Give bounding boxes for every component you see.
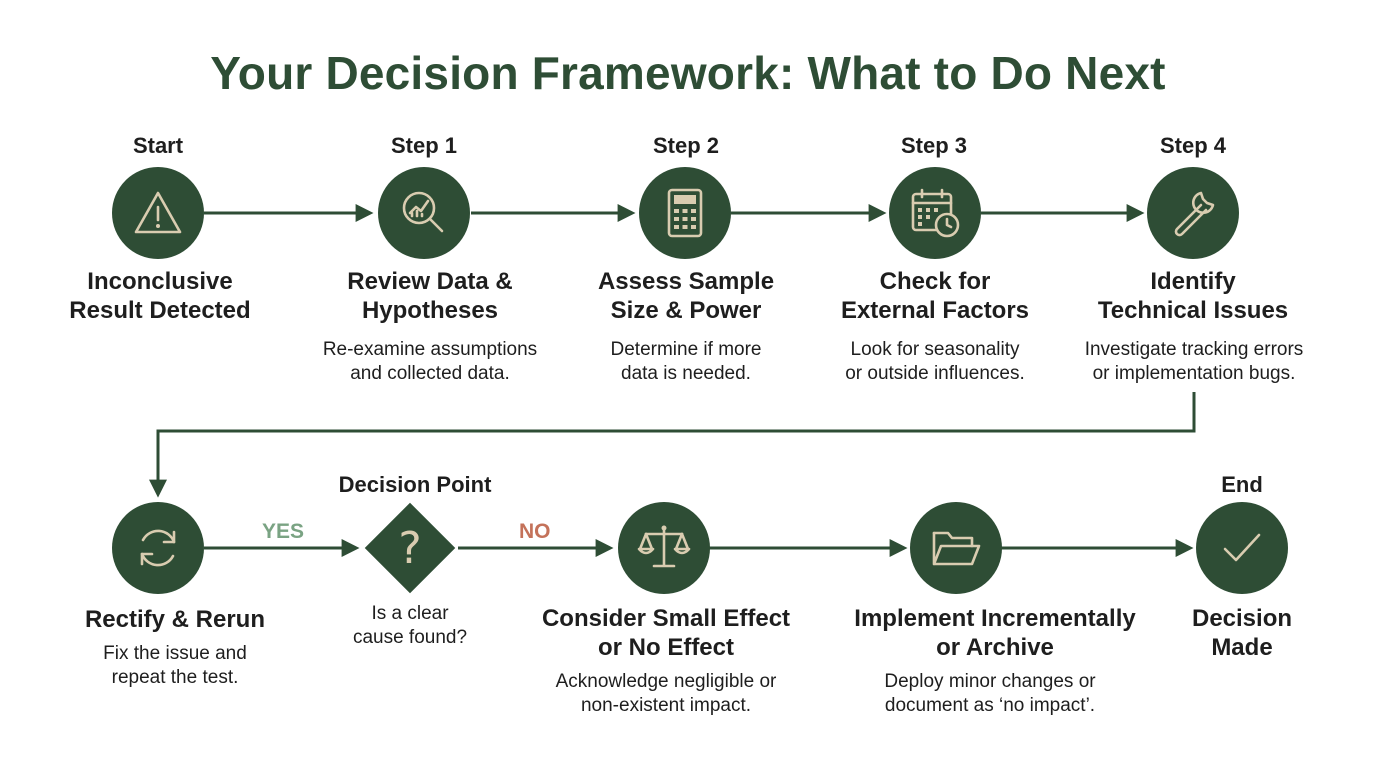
- warning-icon: [134, 191, 182, 234]
- step-label-step3: Step 3: [900, 133, 968, 158]
- folder-icon: [932, 531, 981, 566]
- implement-desc: Deploy minor changes or document as ‘no …: [884, 671, 1096, 716]
- scale-icon: [637, 525, 691, 568]
- page-title: Your Decision Framework: What to Do Next: [210, 47, 1166, 99]
- external-factors-title: Check for External Factors: [840, 268, 1030, 324]
- implement-title: Implement Incrementally or Archive: [854, 605, 1136, 661]
- start-title: Inconclusive Result Detected: [69, 268, 251, 324]
- assess-sample-desc: Determine if more data is needed.: [610, 339, 762, 384]
- step-label-step4: Step 4: [1159, 133, 1227, 158]
- external-factors-node: [889, 167, 981, 259]
- checkmark-icon: [1223, 533, 1261, 562]
- decision-point-label: Decision Point: [338, 472, 492, 497]
- decision-question: Is a clear cause found?: [352, 603, 468, 648]
- small-effect-desc: Acknowledge negligible or non-existent i…: [555, 671, 777, 716]
- rectify-desc: Fix the issue and repeat the test.: [103, 643, 247, 688]
- rectify-title: Rectify & Rerun: [84, 606, 266, 633]
- assess-sample-node: [639, 167, 731, 259]
- technical-issues-title: Identify Technical Issues: [1097, 268, 1289, 324]
- arrow-step4-to-rectify: [149, 392, 1196, 498]
- assess-sample-title: Assess Sample Size & Power: [597, 268, 775, 324]
- magnifier-chart-icon: [402, 191, 444, 233]
- implement-node: [910, 502, 1002, 594]
- no-branch-label: NO: [519, 520, 551, 543]
- step-label-step2: Step 2: [652, 133, 720, 158]
- question-icon: ?: [398, 522, 422, 574]
- yes-branch-label: YES: [262, 520, 305, 543]
- decision-node: ?: [364, 502, 456, 594]
- review-data-node: [378, 167, 470, 259]
- start-node: [112, 167, 204, 259]
- end-node: [1196, 502, 1288, 594]
- technical-issues-node: [1147, 167, 1239, 259]
- review-data-desc: Re-examine assumptions and collected dat…: [322, 339, 538, 384]
- wrench-icon: [1174, 191, 1215, 237]
- technical-issues-desc: Investigate tracking errors or implement…: [1084, 339, 1304, 384]
- small-effect-title: Consider Small Effect or No Effect: [541, 605, 791, 661]
- review-data-title: Review Data & Hypotheses: [347, 268, 513, 324]
- small-effect-node: [618, 502, 710, 594]
- external-factors-desc: Look for seasonality or outside influenc…: [845, 339, 1025, 384]
- end-title: Decision Made: [1191, 605, 1293, 661]
- step-label-start: Start: [132, 133, 184, 158]
- rectify-node: [112, 502, 204, 594]
- refresh-icon: [140, 529, 176, 567]
- step-label-end: End: [1221, 472, 1263, 497]
- step-label-step1: Step 1: [390, 133, 458, 158]
- calendar-clock-icon: [911, 188, 960, 238]
- calculator-icon: [667, 188, 703, 238]
